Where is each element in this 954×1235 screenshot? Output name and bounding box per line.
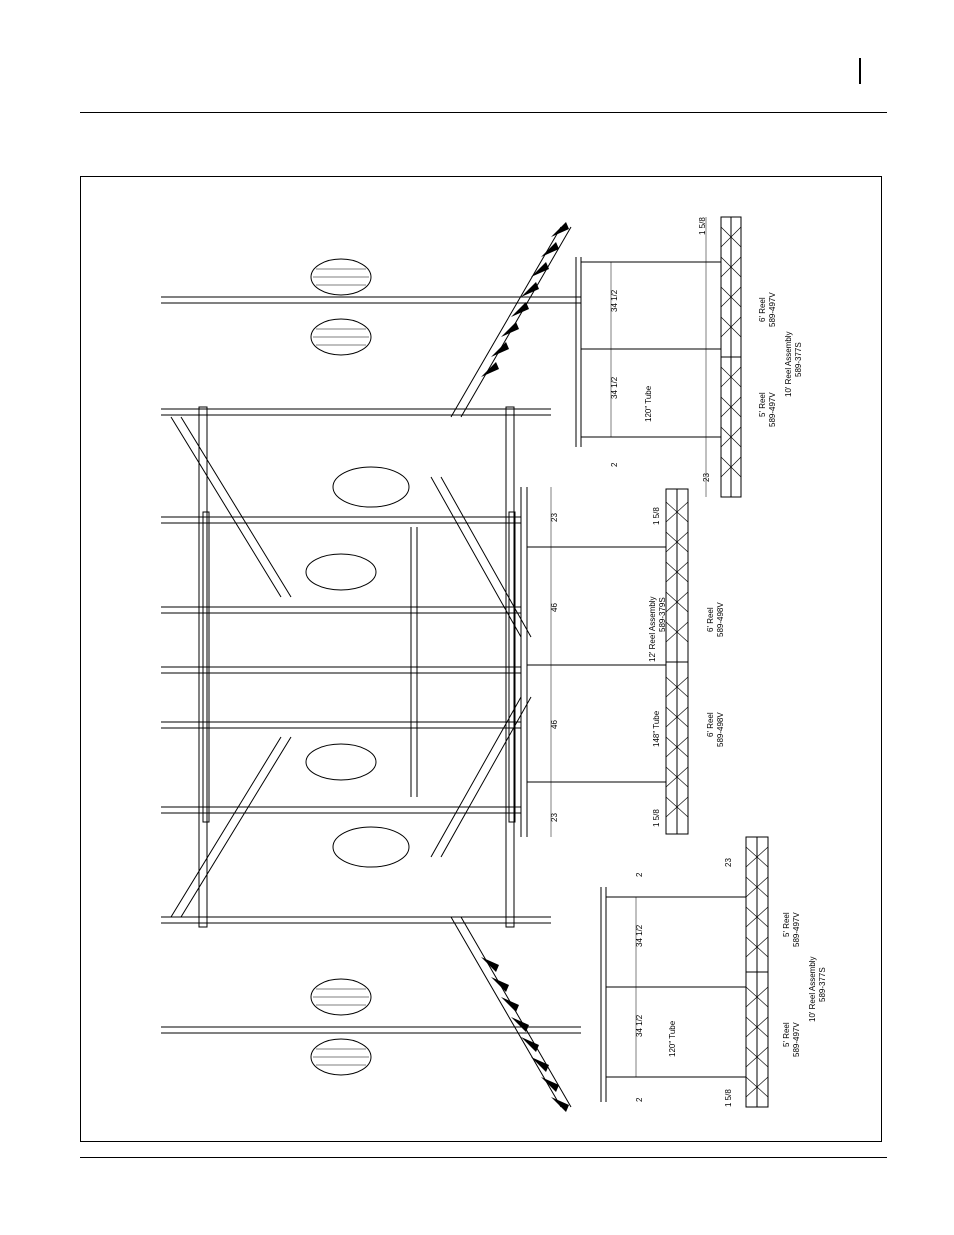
tr-reel-b: 5' Reel [758,392,767,417]
b-reel-b-part: 589-497V [792,1022,801,1057]
drawing-frame: 1 5/8 34 1/2 34 1/2 2 23 120" Tube 6' Re… [80,176,882,1142]
c-dim-23a: 23 [550,513,559,522]
page-header [0,0,954,115]
b-reel-a: 5' Reel [782,912,791,937]
header-rule [80,112,887,113]
c-dim-46a: 46 [550,603,559,612]
tr-assembly: 10' Reel Assembly [784,331,793,397]
tr-dim-23: 23 [702,473,711,482]
tr-dim-34a: 34 1/2 [610,289,619,312]
c-dim-19b: 1 5/8 [652,809,661,827]
tr-reel-b-part: 589-497V [768,392,777,427]
tr-assembly-part: 589-377S [794,342,803,377]
b-tube-label: 120" Tube [668,1020,677,1057]
tr-reel-a-part: 589-497V [768,292,777,327]
tr-dim-top: 1 5/8 [698,217,707,235]
c-assembly-part: 589-379S [658,597,667,632]
tr-reel-a: 6' Reel [758,297,767,322]
tr-dim-34b: 34 1/2 [610,376,619,399]
tr-dim-2: 2 [610,462,619,467]
footer-rule [80,1157,887,1158]
b-dim-15: 1 5/8 [724,1089,733,1107]
tr-tube-label: 120" Tube [644,385,653,422]
b-dim-2a: 2 [635,872,644,877]
c-reel-b-part: 589-498V [716,712,725,747]
b-dim-23: 23 [724,858,733,867]
c-reel-b: 6' Reel [706,712,715,737]
b-dim-2b: 2 [635,1097,644,1102]
c-dim-46b: 46 [550,720,559,729]
b-assembly-part: 589-377S [818,967,827,1002]
b-dim-34a: 34 1/2 [635,924,644,947]
b-assembly: 10' Reel Assembly [808,956,817,1022]
c-reel-a: 6' Reel [706,607,715,632]
b-dim-34b: 34 1/2 [635,1014,644,1037]
c-assembly: 12' Reel Assembly [648,596,657,662]
assembly-drawing: 1 5/8 34 1/2 34 1/2 2 23 120" Tube 6' Re… [81,177,881,1141]
header-tick-mark [859,58,861,84]
c-dim-19a: 1 5/8 [652,507,661,525]
c-dim-23b: 23 [550,813,559,822]
c-tube-label: 148" Tube [652,710,661,747]
c-reel-a-part: 589-498V [716,602,725,637]
b-reel-b: 5' Reel [782,1022,791,1047]
b-reel-a-part: 589-497V [792,912,801,947]
